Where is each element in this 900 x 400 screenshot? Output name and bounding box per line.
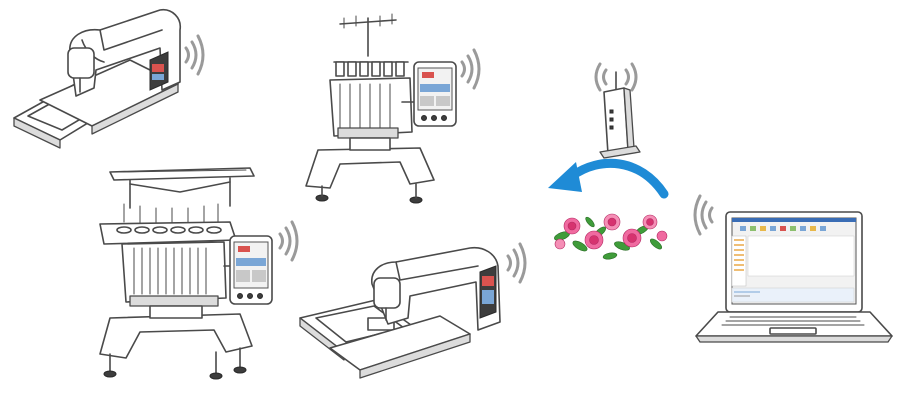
wifi-signal-icon (506, 242, 527, 284)
laptop-icon (695, 211, 893, 343)
curved-arrow-icon (548, 158, 669, 199)
embroidery-machine-single-needle (299, 246, 501, 379)
wifi-signal-icon (184, 34, 205, 76)
wifi-signal-icon (594, 62, 638, 92)
sewing-embroidery-machine-combo (13, 8, 182, 149)
floral-embroidery-pattern (554, 213, 668, 260)
wifi-signal-icon (693, 194, 714, 236)
wireless-router-icon (599, 71, 641, 159)
ten-needle-embroidery-machine (99, 167, 273, 380)
wifi-signal-icon (278, 220, 299, 262)
six-needle-embroidery-machine (305, 13, 457, 204)
wifi-signal-icon (460, 48, 481, 90)
